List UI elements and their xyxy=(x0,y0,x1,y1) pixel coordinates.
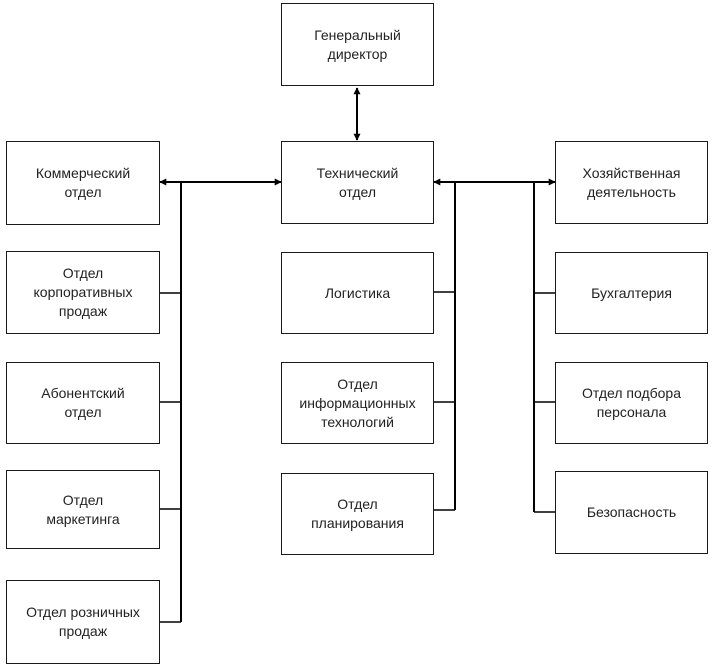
recruitment-dept-box: Отдел подбора персонала xyxy=(555,362,708,444)
commercial-dept-box: Коммерческий отдел xyxy=(6,141,160,225)
corporate-sales-box: Отдел корпоративных продаж xyxy=(6,251,160,334)
logistics-box: Логистика xyxy=(281,252,434,334)
it-dept-box: Отдел информационных технологий xyxy=(281,362,434,444)
security-box: Безопасность xyxy=(555,471,708,554)
retail-sales-box: Отдел розничных продаж xyxy=(6,580,160,664)
subscriber-dept-box: Абонентский отдел xyxy=(6,362,160,444)
technical-dept-box: Технический отдел xyxy=(281,141,434,224)
director-box: Генеральный директор xyxy=(281,3,434,86)
economic-activity-box: Хозяйственная деятельность xyxy=(555,141,708,224)
planning-dept-box: Отдел планирования xyxy=(281,473,434,555)
marketing-dept-box: Отдел маркетинга xyxy=(6,470,160,549)
accounting-box: Бухгалтерия xyxy=(555,252,708,334)
